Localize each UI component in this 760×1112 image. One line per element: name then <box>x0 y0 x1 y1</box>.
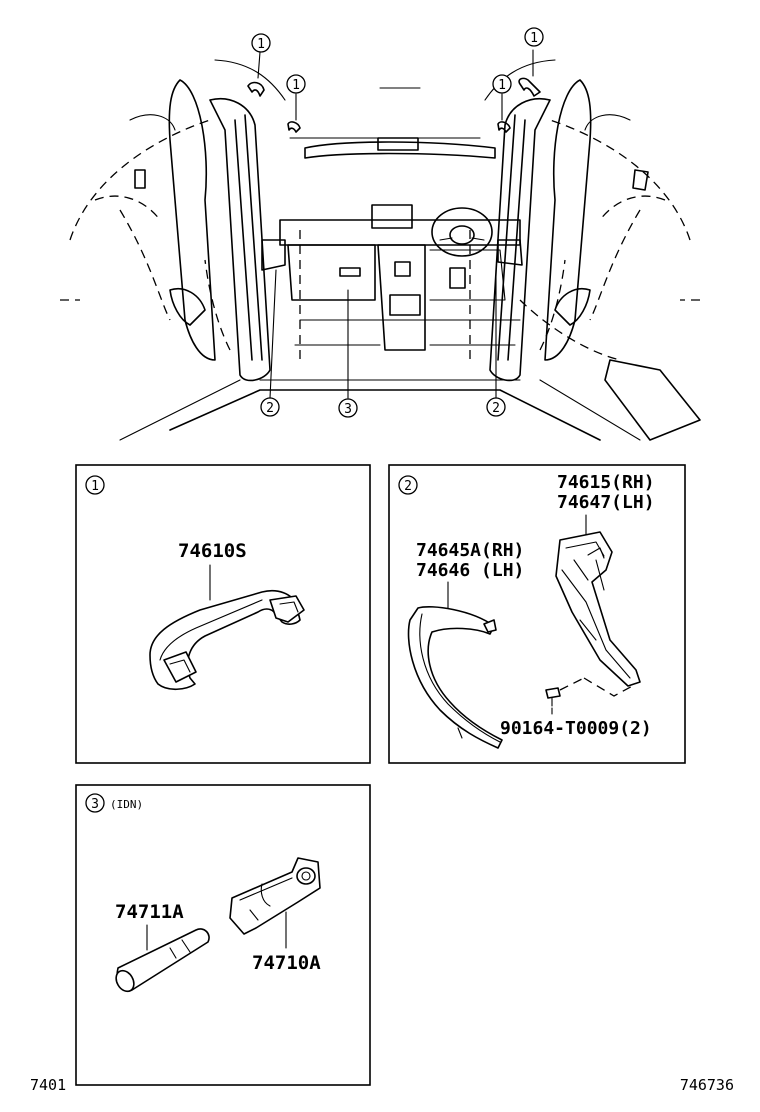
svg-text:1: 1 <box>292 78 300 93</box>
part-number-74646-lh: 74646 (LH) <box>416 560 524 581</box>
tube-drawing <box>115 928 210 993</box>
callout-1-top-right: 1 <box>524 27 544 47</box>
callout-1-inner-left: 1 <box>286 74 306 94</box>
svg-text:1: 1 <box>530 31 538 46</box>
part-number-74610S: 74610S <box>178 540 247 562</box>
part-number-74645A-rh: 74645A(RH) <box>416 540 524 561</box>
part-number-90164-T0009: 90164-T0009(2) <box>500 718 652 739</box>
screw-drawing <box>545 677 637 707</box>
callout-2-left: 2 <box>260 397 280 417</box>
pillar-garnish-drawing <box>407 606 503 749</box>
part-number-74615-rh: 74615(RH) <box>557 472 655 493</box>
svg-text:1: 1 <box>257 37 265 52</box>
svg-text:2: 2 <box>266 401 274 416</box>
box-3-note: (IDN) <box>110 798 143 811</box>
callout-3-center: 3 <box>338 398 358 418</box>
holder-drawing <box>229 857 321 935</box>
svg-text:2: 2 <box>492 401 500 416</box>
pillar-bracket-drawing <box>555 531 641 687</box>
callout-2-right: 2 <box>486 397 506 417</box>
part-number-74647-lh: 74647(LH) <box>557 492 655 513</box>
box-2-number: 2 <box>404 479 412 494</box>
cabin-overview-illustration <box>60 49 701 441</box>
part-number-74710A: 74710A <box>252 952 321 974</box>
svg-text:1: 1 <box>498 78 506 93</box>
callout-1-top-left: 1 <box>251 33 271 53</box>
detail-box-1: 1 74610S <box>75 464 371 764</box>
callout-1-inner-right: 1 <box>492 74 512 94</box>
footer-right-code: 746736 <box>680 1076 734 1094</box>
detail-box-2: 2 74615(RH) 74647(LH) 74645A(RH) 74646 (… <box>388 464 686 764</box>
part-number-74711A: 74711A <box>115 901 184 923</box>
box-3-number: 3 <box>91 797 99 812</box>
detail-box-3: 3 (IDN) 74711A 74710A <box>75 784 371 1086</box>
assist-grip-drawing <box>149 589 305 691</box>
footer-left-code: 7401 <box>30 1076 66 1094</box>
svg-text:3: 3 <box>344 402 352 417</box>
box-1-number: 1 <box>91 479 99 494</box>
